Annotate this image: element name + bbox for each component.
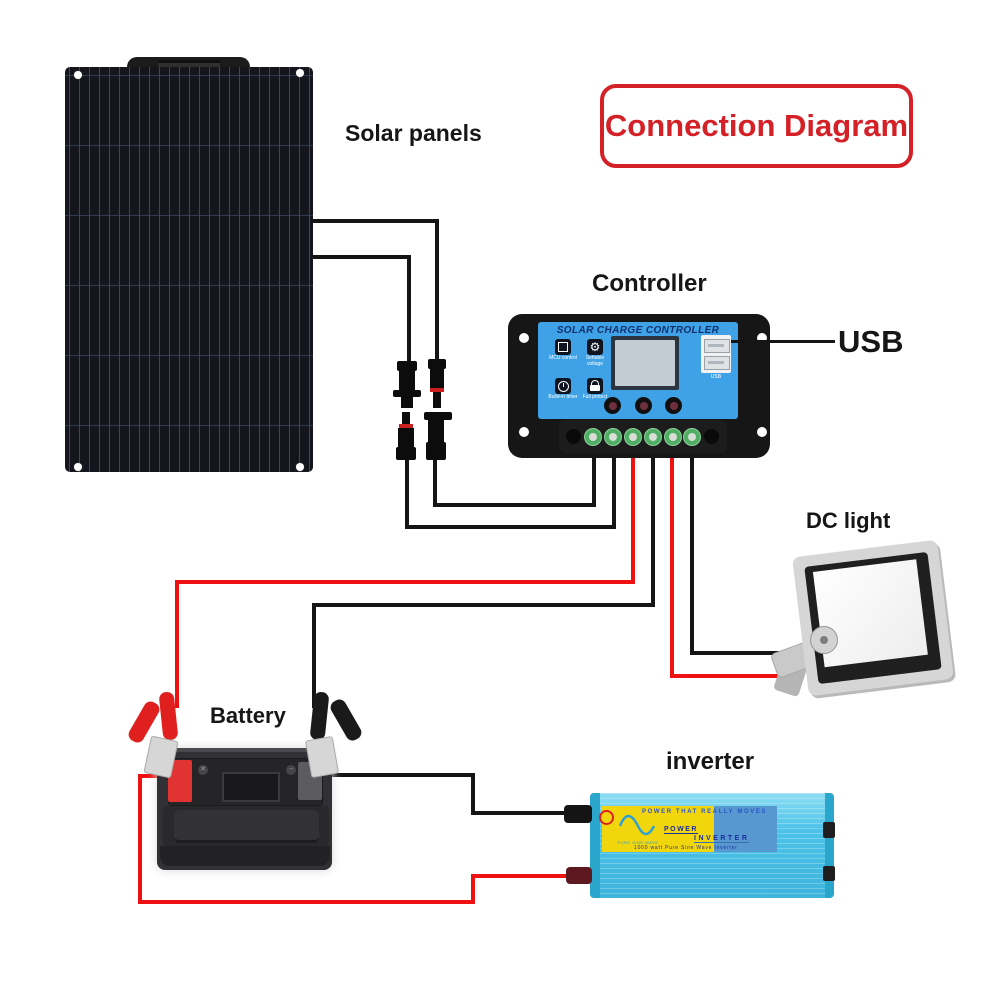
wire-battery-positive bbox=[631, 453, 635, 584]
dc-floodlight bbox=[792, 539, 954, 697]
inverter-side-port bbox=[823, 822, 835, 838]
terminal-screw bbox=[624, 428, 642, 446]
inverter-brand-bottom: INVERTER bbox=[694, 835, 750, 843]
terminal-screw bbox=[584, 428, 602, 446]
floodlight-hinge bbox=[810, 626, 838, 654]
wire-pv-to-controller bbox=[405, 458, 409, 529]
controller-feature-mcu: MCU control bbox=[546, 339, 580, 362]
controller-screw-hole bbox=[757, 333, 767, 343]
terminal-screw bbox=[604, 428, 622, 446]
panel-mount-hole bbox=[74, 71, 82, 79]
controller-heading: SOLAR CHARGE CONTROLLER bbox=[556, 325, 720, 336]
inverter-spec: 1000 watt Pure Sine Wave Inverter bbox=[634, 845, 738, 851]
terminal-screw bbox=[683, 428, 701, 446]
wire-pv-to-controller bbox=[433, 458, 437, 507]
wire-inverter-positive bbox=[138, 900, 475, 904]
wire-inverter-positive bbox=[471, 874, 572, 878]
wire-inverter-negative bbox=[471, 811, 570, 815]
controller-button[interactable] bbox=[635, 397, 652, 414]
inverter-side-port bbox=[823, 866, 835, 881]
battery-screw: ✕ bbox=[198, 765, 208, 775]
inverter-logo-caption: PURE SINE WAVE bbox=[617, 840, 659, 845]
wire-inverter-positive bbox=[471, 874, 475, 904]
wire-inverter-negative bbox=[328, 773, 475, 777]
gear-icon: ⚙ bbox=[587, 339, 603, 355]
wire-solar-2 bbox=[313, 255, 411, 259]
wire-battery-positive bbox=[175, 580, 635, 584]
mcu-icon bbox=[555, 339, 571, 355]
timer-icon bbox=[555, 378, 571, 394]
controller-screw-hole bbox=[757, 427, 767, 437]
wire-battery-negative bbox=[651, 453, 655, 607]
panel-mount-hole bbox=[296, 69, 304, 77]
wire-solar-1 bbox=[313, 219, 439, 223]
controller-screw-hole bbox=[519, 333, 529, 343]
page-title: Connection Diagram bbox=[604, 108, 909, 143]
label-controller: Controller bbox=[592, 270, 707, 297]
controller-button[interactable] bbox=[604, 397, 621, 414]
wire-light-negative bbox=[690, 453, 694, 655]
wire-light-positive bbox=[670, 453, 674, 678]
battery-base bbox=[160, 846, 330, 866]
sine-wave-icon bbox=[618, 814, 656, 836]
usb-pointer-line bbox=[731, 340, 835, 343]
terminal-screw bbox=[644, 428, 662, 446]
label-battery: Battery bbox=[210, 703, 286, 728]
inverter-positive-post bbox=[566, 867, 592, 884]
wire-light-negative bbox=[690, 651, 782, 655]
wire-light-positive bbox=[670, 674, 786, 678]
label-dc-light: DC light bbox=[806, 508, 891, 533]
wire-pv-to-controller bbox=[612, 453, 616, 529]
inverter-label-yellow bbox=[602, 806, 714, 852]
wire-solar-1 bbox=[435, 219, 439, 364]
wire-solar-2 bbox=[407, 255, 411, 365]
title-box: Connection Diagram bbox=[600, 84, 913, 168]
inverter-negative-post bbox=[564, 805, 592, 823]
label-inverter: inverter bbox=[666, 748, 755, 775]
usb-ports[interactable] bbox=[701, 335, 731, 373]
battery-label-window bbox=[222, 772, 280, 802]
solar-panel bbox=[65, 67, 313, 472]
inverter-right-cap bbox=[825, 793, 834, 898]
wire-battery-negative bbox=[312, 603, 655, 607]
wire-inverter-positive bbox=[138, 774, 142, 904]
label-solar-panels: Solar panels bbox=[345, 120, 482, 146]
controller-screw-hole bbox=[519, 427, 529, 437]
inverter-brand-top: POWER bbox=[664, 826, 698, 834]
wire-pv-to-controller bbox=[405, 525, 616, 529]
terminal-end bbox=[704, 429, 719, 444]
panel-mount-hole bbox=[74, 463, 82, 471]
terminal-screw bbox=[664, 428, 682, 446]
panel-mount-hole bbox=[296, 463, 304, 471]
inverter-left-cap bbox=[590, 793, 600, 898]
controller-feature-protect: Full protect bbox=[578, 378, 612, 401]
controller-feature-voltage: ⚙ Settable voltage bbox=[585, 339, 605, 367]
controller-feature-timer: Build-in timer bbox=[546, 378, 580, 401]
lock-icon bbox=[587, 378, 603, 394]
inverter-label-blue bbox=[714, 806, 777, 852]
usb-port-caption: USB bbox=[710, 374, 722, 380]
battery-screw: − bbox=[286, 765, 296, 775]
wire-pv-to-controller bbox=[592, 453, 596, 507]
label-usb: USB bbox=[838, 324, 904, 359]
controller-lcd-screen bbox=[611, 336, 679, 390]
wire-battery-negative bbox=[312, 603, 316, 708]
battery-lower-panel bbox=[163, 806, 329, 846]
wire-pv-to-controller bbox=[433, 503, 596, 507]
controller-button[interactable] bbox=[665, 397, 682, 414]
wire-inverter-negative bbox=[471, 773, 475, 815]
terminal-end bbox=[566, 429, 581, 444]
inverter-logo-ring bbox=[599, 810, 614, 825]
wire-battery-positive bbox=[175, 580, 179, 708]
inverter-slogan: POWER THAT REALLY MOVES bbox=[642, 809, 768, 815]
